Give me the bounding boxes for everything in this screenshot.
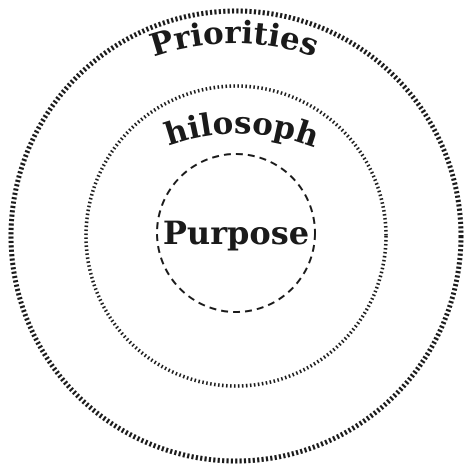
inner-ring-label: Purpose xyxy=(163,214,309,252)
outer-ring-label: Priorities xyxy=(146,15,323,64)
inner-ring xyxy=(156,153,316,313)
outer-ring-label-text: Priorities xyxy=(146,15,323,64)
middle-ring xyxy=(84,84,388,388)
outer-ring xyxy=(8,8,464,464)
